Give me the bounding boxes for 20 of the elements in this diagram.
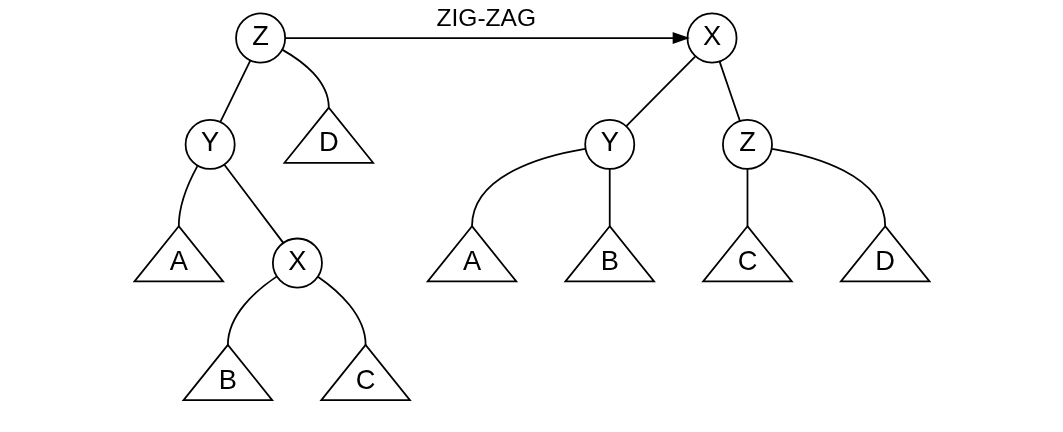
node-circle: Z (234, 12, 286, 64)
node-circle: Y (583, 118, 635, 170)
node-circle: Z (721, 118, 773, 170)
connector (770, 147, 886, 228)
connector (718, 61, 741, 122)
connector (624, 55, 696, 128)
connector (281, 49, 330, 109)
connector (223, 164, 284, 244)
connector (470, 147, 586, 228)
edge-label: ZIG-ZAG (436, 4, 536, 32)
node-circle: Y (184, 118, 236, 170)
connector (316, 275, 366, 346)
node-circle: X (686, 12, 737, 64)
connector (177, 165, 198, 228)
arrow (284, 32, 690, 45)
connector (608, 168, 611, 228)
connector (746, 168, 748, 228)
connector (219, 59, 251, 123)
node-circle: X (271, 237, 323, 289)
connector (226, 275, 277, 346)
